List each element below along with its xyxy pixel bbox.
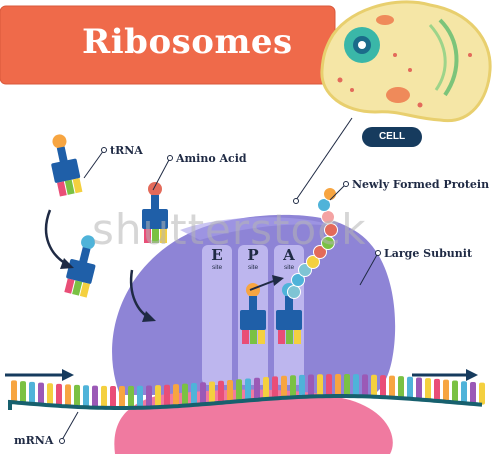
trna-label: tRNA	[110, 144, 143, 157]
trna-molecules	[51, 134, 302, 344]
e-site-sub: site	[211, 264, 223, 271]
mrna-label: mRNA	[14, 434, 54, 447]
cell-badge: CELL	[362, 127, 422, 147]
mrna-strand	[8, 374, 485, 410]
p-site-sub: site	[247, 264, 259, 271]
p-site-letter: P	[247, 246, 259, 264]
leader-lines	[59, 147, 381, 444]
movement-arrows	[44, 209, 284, 322]
cell-illustration	[320, 0, 492, 123]
large-subunit-label: Large Subunit	[384, 247, 473, 260]
cell-leader-line	[295, 117, 353, 201]
e-site-letter: E	[211, 246, 223, 264]
a-site-letter: A	[283, 246, 295, 264]
newly-formed-protein-label: Newly Formed Protein	[352, 178, 490, 191]
a-site-sub: site	[283, 264, 295, 271]
cell-leader-dot	[293, 198, 299, 204]
e-site-tunnel	[202, 245, 232, 385]
mrna-direction-arrows	[5, 369, 478, 381]
newly-formed-protein	[287, 187, 338, 299]
page-title: Ribosomes	[82, 22, 293, 62]
amino-acid-label: Amino Acid	[176, 152, 247, 165]
